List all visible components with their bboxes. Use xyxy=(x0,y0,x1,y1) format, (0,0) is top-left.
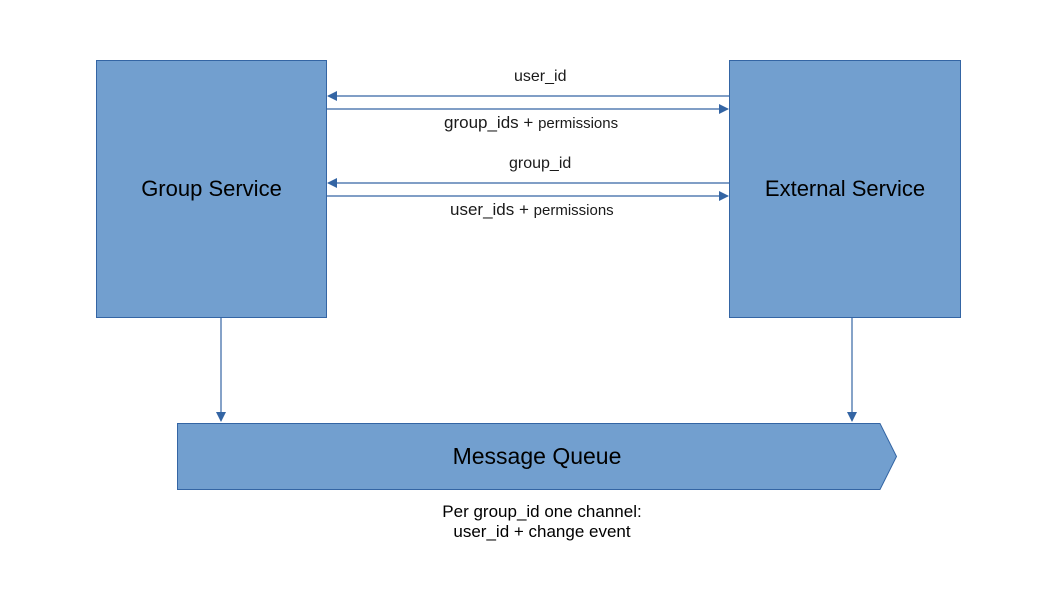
edge-label-group-ids-permissions: group_ids + permissions xyxy=(444,113,618,133)
edge-label-group-ids-permissions-text: permissions xyxy=(538,115,619,132)
message-queue-label: Message Queue xyxy=(452,443,622,469)
edge-label-user-ids-permissions-text: permissions xyxy=(533,202,614,219)
edge-label-user-id: user_id xyxy=(514,68,566,86)
edge-label-group-ids-text: group_ids + xyxy=(444,113,534,132)
message-queue-node: Message Queue xyxy=(177,423,897,490)
queue-caption-line2: user_id + change event xyxy=(453,522,631,541)
queue-caption-line1: Per group_id one channel: xyxy=(442,502,642,521)
external-service-label: External Service xyxy=(764,176,926,201)
edge-label-user-ids-text: user_ids + xyxy=(450,200,529,219)
external-service-node: External Service xyxy=(729,60,961,318)
message-queue-shape xyxy=(177,423,897,490)
group-service-node: Group Service xyxy=(96,60,327,318)
queue-caption: Per group_id one channel: user_id + chan… xyxy=(392,502,692,542)
edge-label-group-id-text: group_id xyxy=(509,155,572,172)
edge-label-group-id: group_id xyxy=(509,155,571,173)
edge-label-user-ids-permissions: user_ids + permissions xyxy=(450,200,614,220)
message-queue-label-wrap: Message Queue xyxy=(177,423,897,490)
edge-label-user-id-text: user_id xyxy=(514,68,567,85)
group-service-label: Group Service xyxy=(141,176,282,201)
